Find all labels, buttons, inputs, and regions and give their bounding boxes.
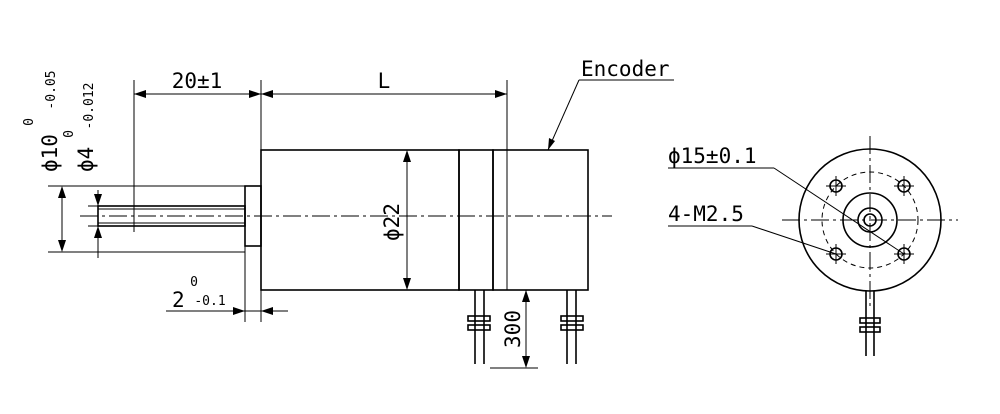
dim-flange-diameter: ϕ10 0 -0.05 xyxy=(22,70,245,253)
shaft-length-label: 20±1 xyxy=(172,69,223,93)
boss-label: 2 xyxy=(172,288,185,312)
encoder-leader: Encoder xyxy=(547,57,674,151)
shaft-diameter-label: ϕ4 xyxy=(74,147,98,172)
dim-lead-length: 300 xyxy=(490,290,538,369)
encoder-label: Encoder xyxy=(581,57,670,81)
end-outer-circle xyxy=(798,148,942,292)
lead-wires xyxy=(467,290,584,364)
end-view: ϕ15±0.1 4-M2.5 xyxy=(668,136,958,356)
body-diameter-label: ϕ22 xyxy=(380,203,404,241)
dim-shaft-length: 20±1 xyxy=(133,69,262,232)
dim-shaft-diameter: ϕ4 0 -0.012 xyxy=(62,83,102,258)
dim-body-diameter: ϕ22 xyxy=(380,150,411,290)
boss-tol-lower: -0.1 xyxy=(194,294,225,309)
encoder-housing xyxy=(492,149,589,291)
holes-leader: 4-M2.5 xyxy=(668,202,837,255)
flange-tol-lower: -0.05 xyxy=(44,70,59,109)
dim-length: L xyxy=(261,69,508,150)
boss-circle xyxy=(842,192,898,248)
length-label: L xyxy=(378,69,391,93)
shaft-inner-circle xyxy=(863,213,877,227)
flange-diameter-label: ϕ10 xyxy=(38,134,62,172)
pcd-label: ϕ15±0.1 xyxy=(668,144,757,168)
flange-tol-upper: 0 xyxy=(22,118,37,126)
pcd-leader: ϕ15±0.1 xyxy=(668,144,905,255)
motor-body xyxy=(260,149,460,291)
side-view: ϕ22 20±1 L Encoder xyxy=(22,57,674,369)
shaft-tol-upper: 0 xyxy=(62,130,77,138)
body-ring xyxy=(458,149,494,291)
boss-tol-upper: 0 xyxy=(190,275,198,290)
lead-length-label: 300 xyxy=(501,310,525,348)
mount-holes-label: 4-M2.5 xyxy=(668,202,744,226)
shaft-tol-lower: -0.012 xyxy=(82,83,97,130)
dim-boss-thickness: 2 0 -0.1 xyxy=(166,246,288,322)
end-lead-wires xyxy=(859,291,881,356)
pcd-circle xyxy=(821,171,919,269)
